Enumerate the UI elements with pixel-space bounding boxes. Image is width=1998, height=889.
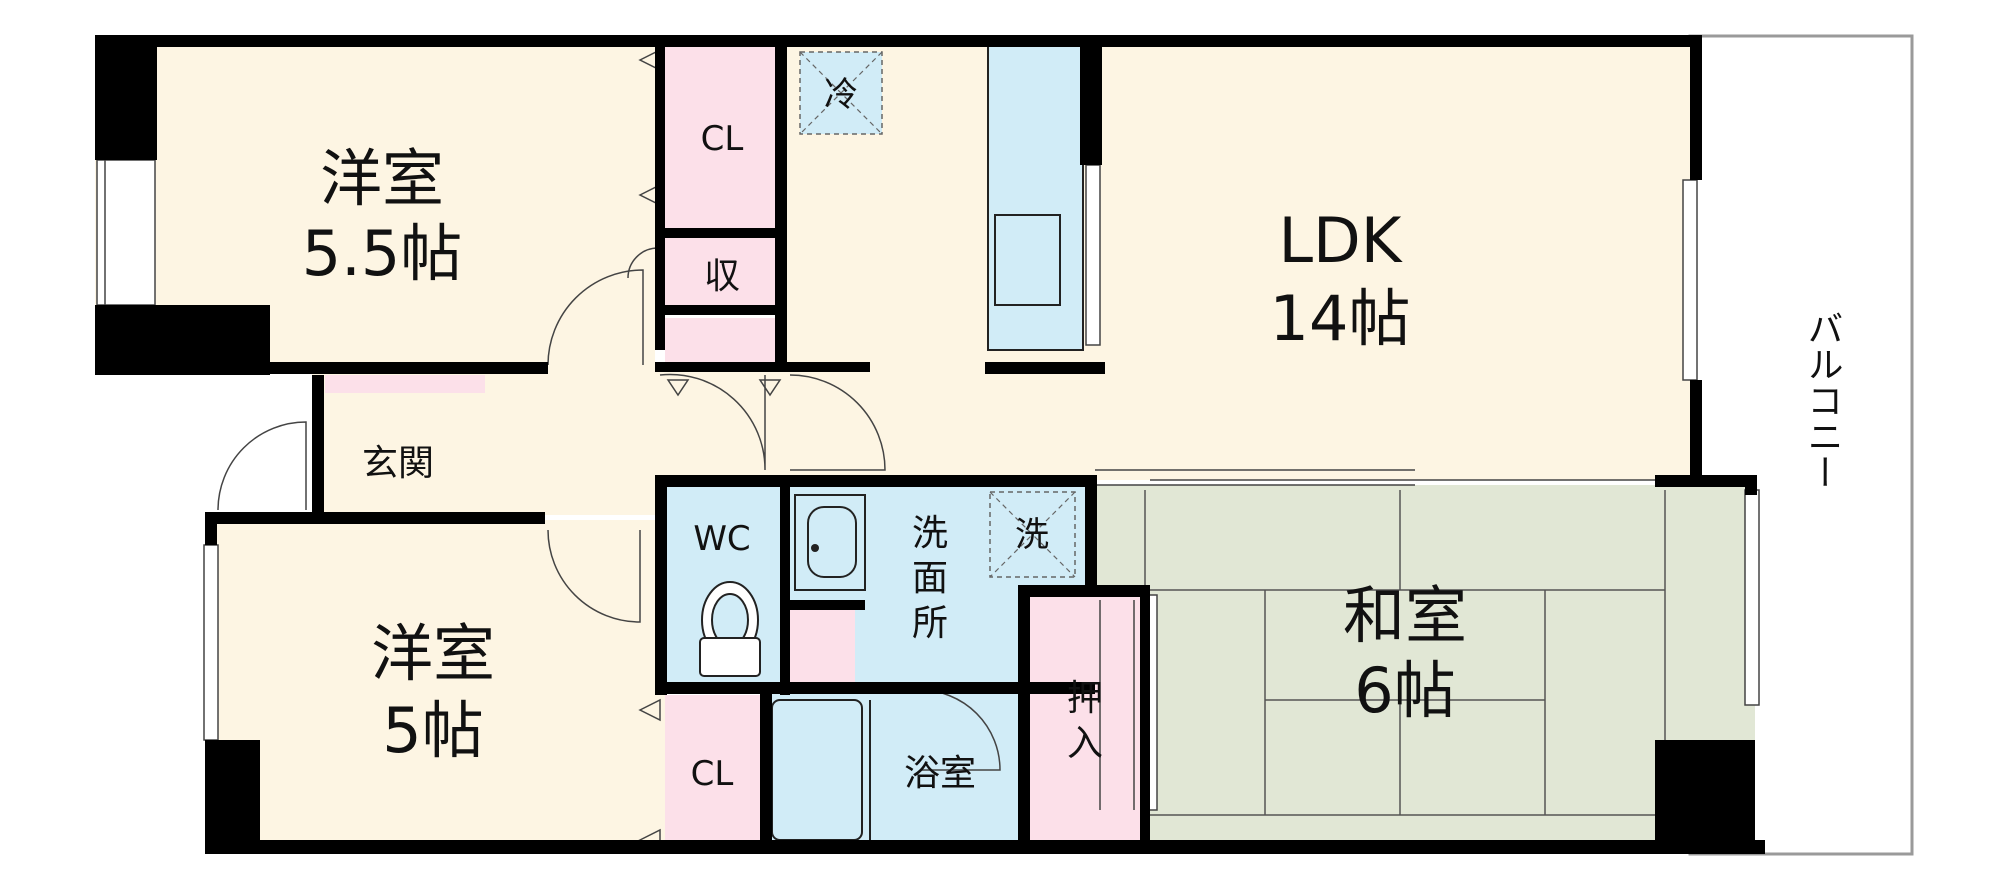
- washer-label: 洗: [1015, 515, 1049, 555]
- japanese-room-size: 6帖: [1354, 654, 1455, 727]
- labels: 洋室 5.5帖 LDK 14帖 洋室 5帖 和室 6帖 玄関 WC CL CL …: [302, 75, 1843, 794]
- closet-1-label: CL: [701, 119, 744, 159]
- washroom-label-2: 面: [912, 558, 948, 599]
- kitchen-sink: [994, 214, 1061, 306]
- japanese-room-floor: [1095, 485, 1755, 850]
- storage-floor: [660, 237, 780, 307]
- bathtub: [771, 699, 863, 841]
- fridge-label: 冷: [824, 75, 858, 115]
- tatami-mats: [1144, 490, 1666, 845]
- ldk-name: LDK: [1279, 204, 1403, 277]
- fixtures: [699, 44, 1084, 845]
- washroom-label-1: 洗: [912, 513, 948, 554]
- wc-label: WC: [693, 519, 750, 559]
- closet-2-label: CL: [691, 754, 734, 794]
- entrance-floor: [312, 370, 662, 515]
- walls: [95, 35, 1765, 854]
- bathroom-label: 浴室: [904, 753, 976, 794]
- oshiire-label-1: 押: [1067, 678, 1103, 719]
- western-room-2-name: 洋室: [371, 617, 495, 690]
- ldk-floor: [785, 40, 1693, 370]
- washroom-label-3: 所: [912, 603, 948, 644]
- western-room-2-size: 5帖: [382, 694, 483, 767]
- western-room-2-floor: [205, 520, 665, 850]
- ldk-size: 14帖: [1270, 282, 1411, 355]
- toilet: [699, 581, 761, 677]
- balcony-label: バルコニー: [1802, 310, 1843, 490]
- wc-storage-floor: [785, 610, 855, 685]
- western-room-1-name: 洋室: [320, 142, 444, 215]
- western-room-1-size: 5.5帖: [302, 217, 463, 290]
- japanese-room-name: 和室: [1343, 579, 1467, 652]
- ldk-kitchen-floor: [785, 370, 1693, 480]
- closet-2-floor: [665, 695, 760, 850]
- door-swings: [217, 48, 1415, 852]
- shoe-shelf: [325, 375, 485, 393]
- hall-storage-floor: [665, 318, 780, 363]
- oshiire-label-2: 入: [1067, 723, 1103, 764]
- closet-1-floor: [660, 45, 780, 230]
- oshiire-floor: [1030, 595, 1140, 850]
- vanity: [794, 494, 866, 591]
- kitchen-counter: [987, 44, 1084, 351]
- storage-label: 収: [704, 256, 740, 297]
- entrance-label: 玄関: [362, 443, 434, 484]
